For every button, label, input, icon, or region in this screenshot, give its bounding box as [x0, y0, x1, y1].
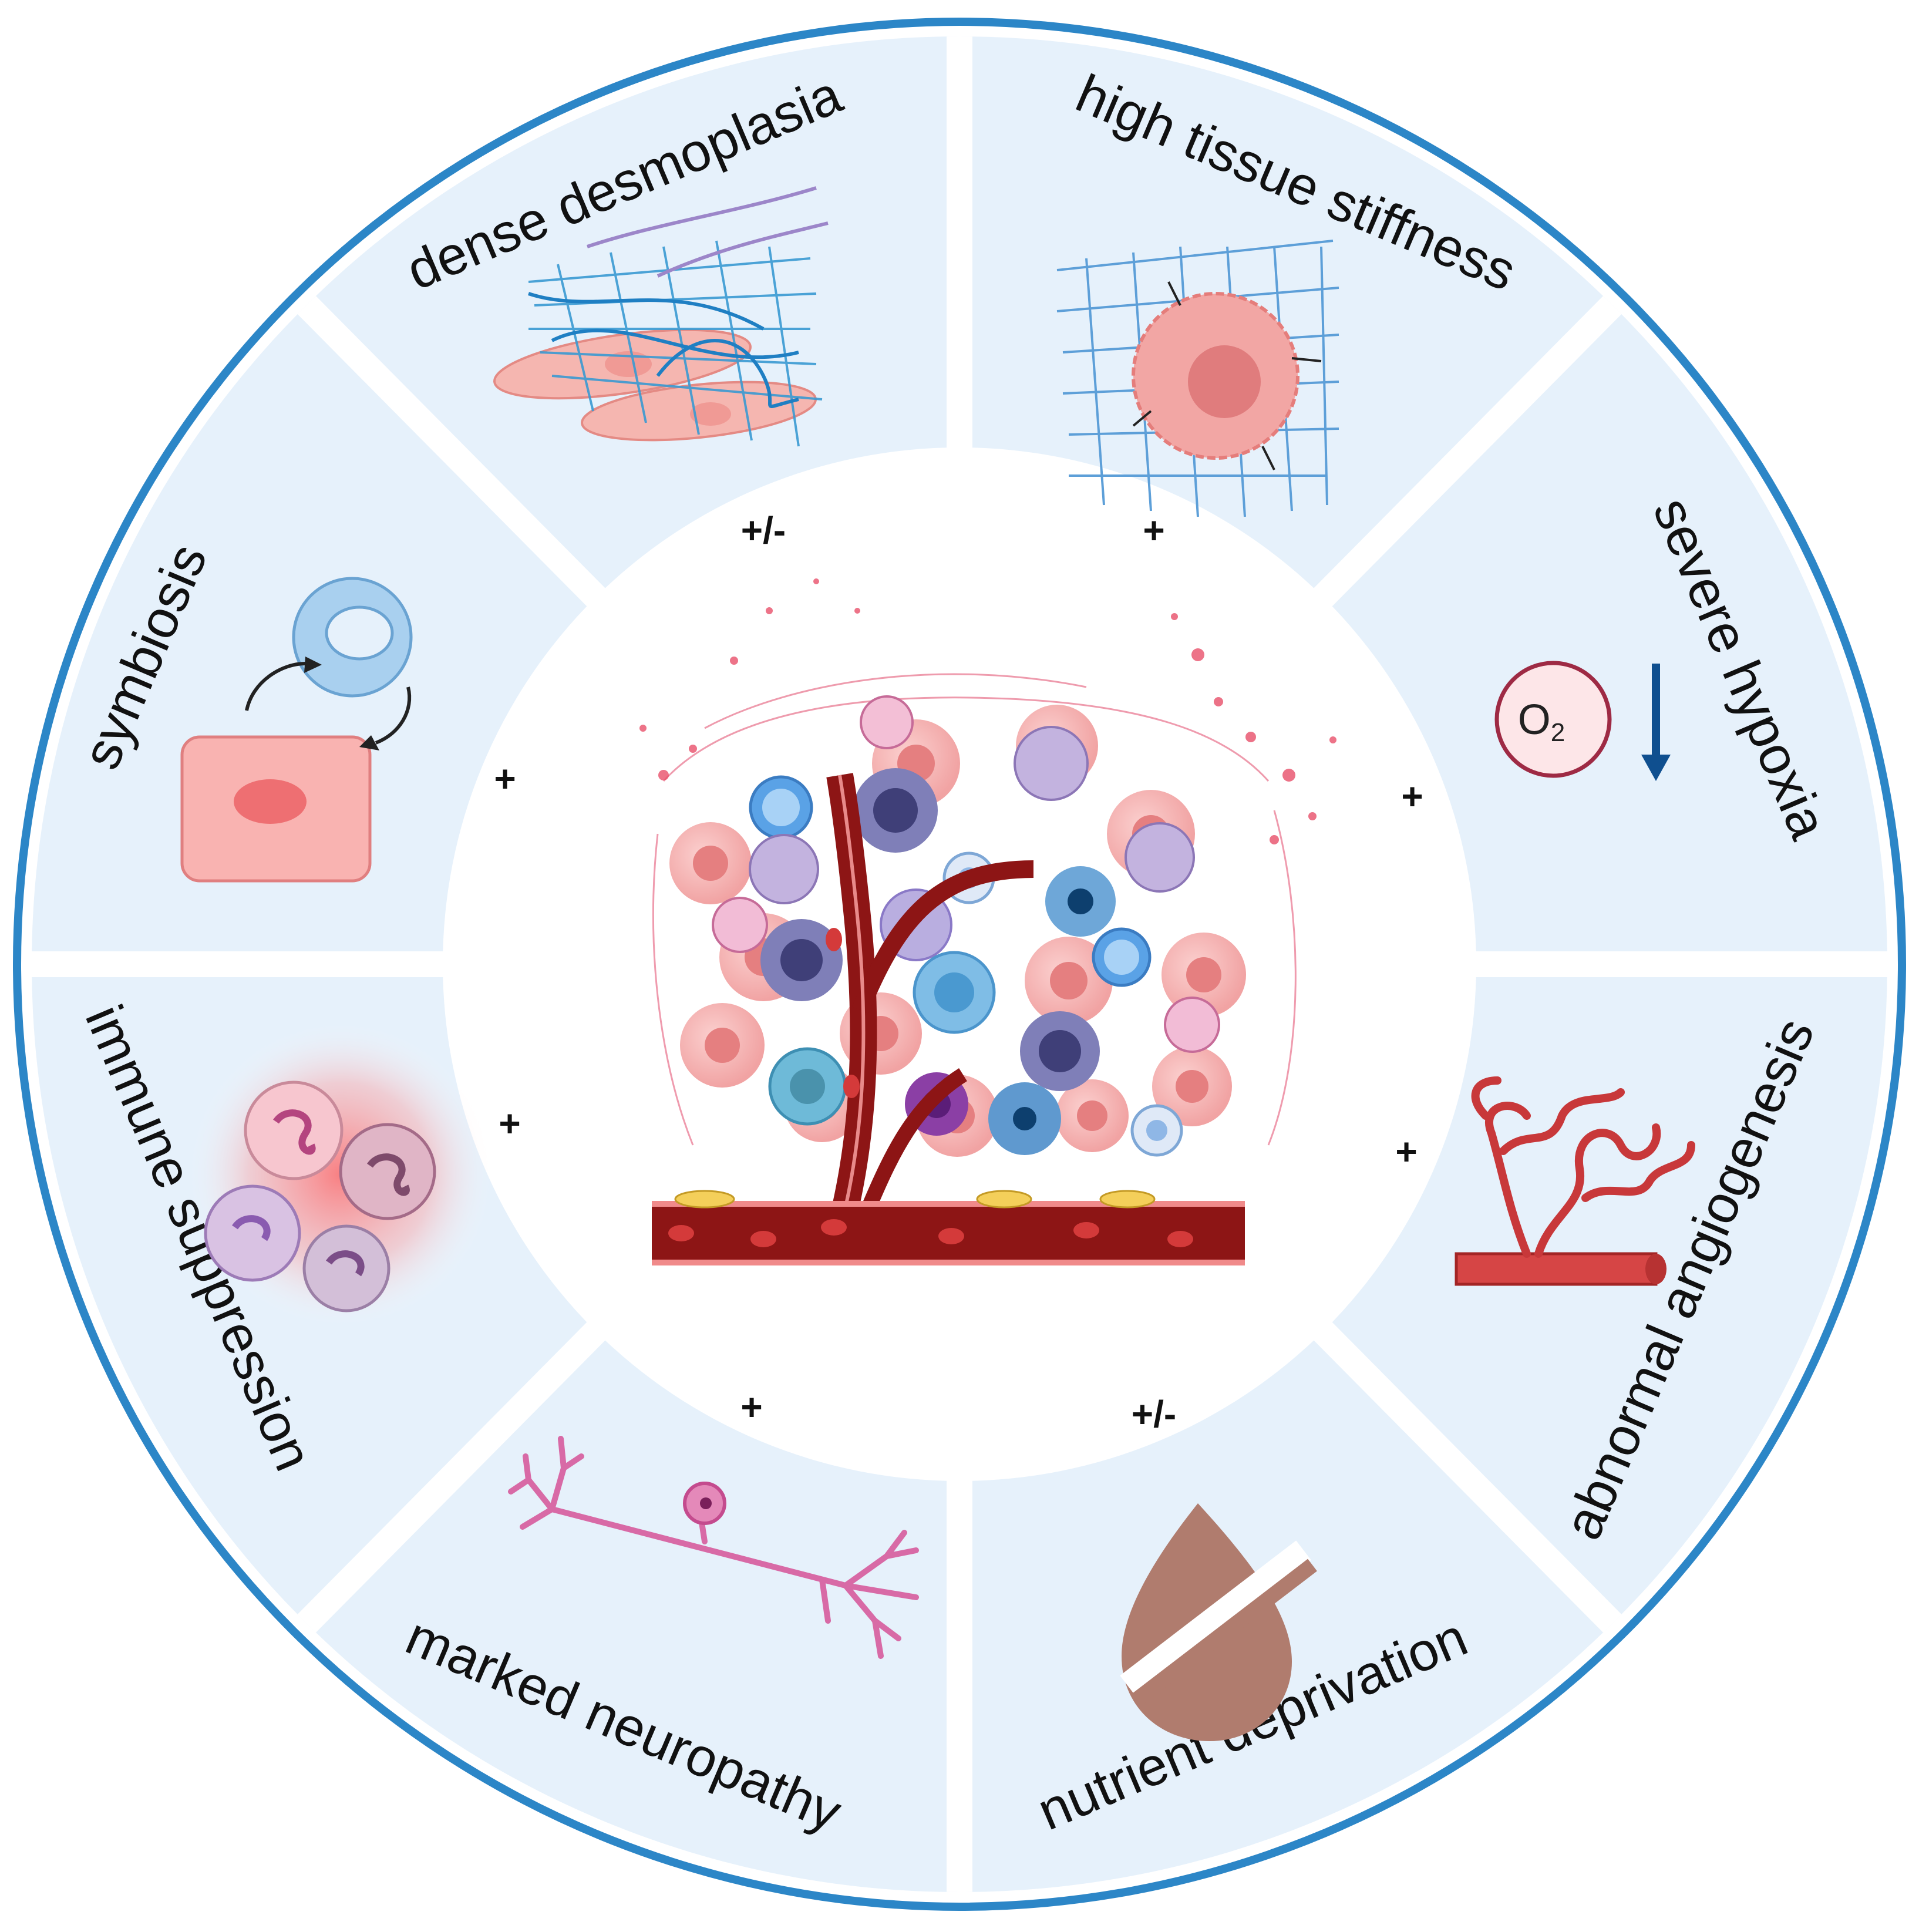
neuron-icon: [508, 1436, 919, 1659]
sign-severe-hypoxia: +: [1401, 775, 1423, 817]
sign-marked-neuropathy: +: [740, 1386, 762, 1428]
suppressed-immune-cells-icon: [188, 1022, 493, 1327]
immune-cells: [712, 695, 1220, 1157]
sign-symbiosis: +: [494, 758, 516, 800]
no-nutrient-drop-icon: [1120, 1503, 1317, 1741]
sign-immune-suppression: +: [499, 1102, 520, 1145]
segment-signs: +/- + + + +/- + + +: [494, 509, 1423, 1435]
stiff-tumor-cell-mesh-icon: [1056, 240, 1339, 517]
sign-high-tissue-stiffness: +: [1143, 509, 1164, 551]
oxygen-down-icon: O2: [1494, 661, 1671, 781]
tumor-microenvironment-illustration: [639, 578, 1336, 1265]
o2-label: O2: [1518, 696, 1566, 747]
blood-vessel: [652, 773, 1245, 1265]
sign-dense-desmoplasia: +/-: [741, 509, 786, 551]
sign-abnormal-angiogenesis: +: [1395, 1130, 1417, 1173]
symbiosis-cells-icon: [180, 577, 413, 883]
sign-nutrient-deprivation: +/-: [1132, 1393, 1176, 1435]
fibroblast-collagen-icon: [493, 186, 829, 447]
tortuous-vessel-icon: [1455, 1076, 1695, 1286]
